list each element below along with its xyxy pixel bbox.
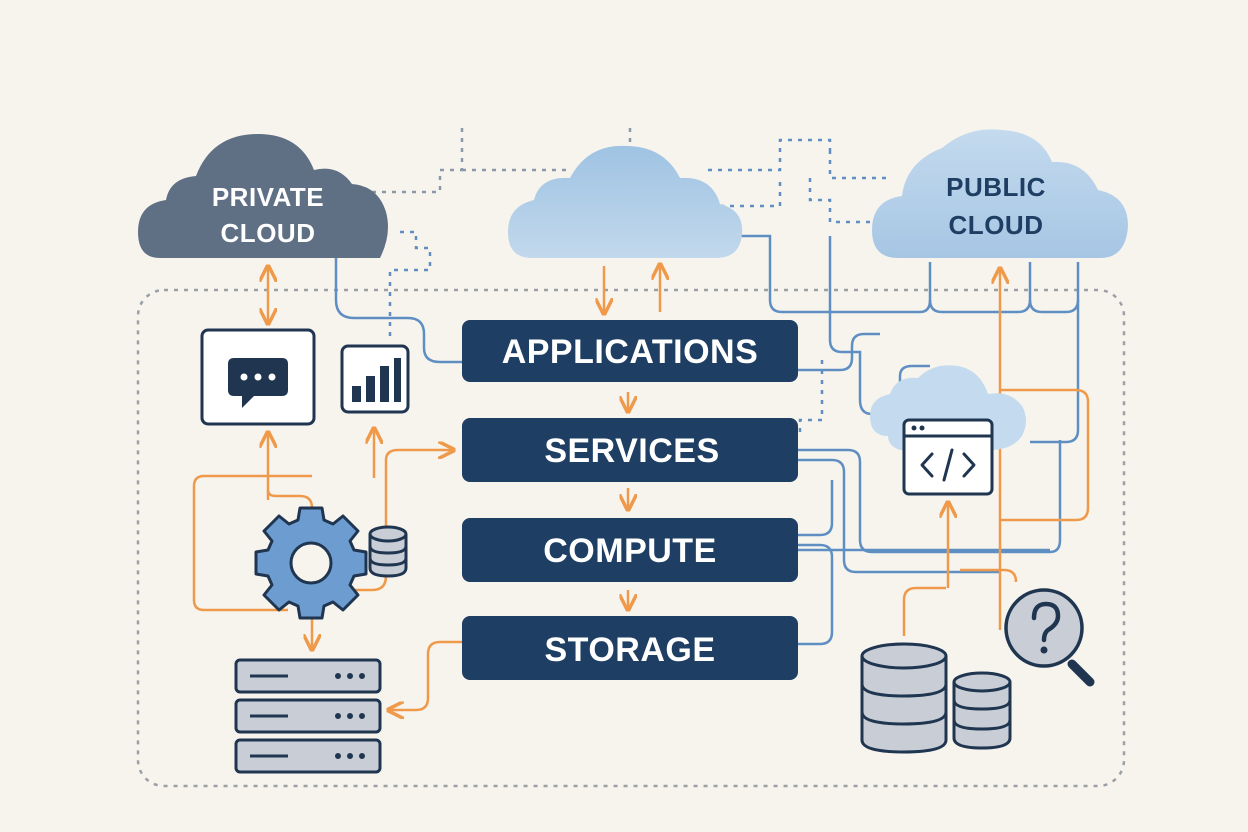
bar-chart-icon [340, 344, 410, 414]
server-rack-icon [234, 658, 382, 774]
layer-compute: COMPUTE [462, 518, 798, 582]
layer-compute-label: COMPUTE [543, 532, 717, 570]
database-icon [368, 525, 408, 578]
layer-storage: STORAGE [462, 616, 798, 680]
gear-icon [254, 506, 368, 620]
public-cloud-label-line1: PUBLIC [946, 172, 1046, 202]
public-cloud: PUBLIC CLOUD [872, 129, 1128, 258]
layer-services-label: SERVICES [544, 432, 719, 470]
dotted-connectors [362, 128, 888, 436]
layer-applications-label: APPLICATIONS [502, 333, 759, 371]
database-stack-icon [860, 642, 1012, 754]
blue-connectors [334, 234, 1080, 646]
private-cloud-label-line2: CLOUD [221, 218, 316, 248]
private-cloud-label-line1: PRIVATE [212, 182, 324, 212]
code-window-icon [902, 418, 994, 496]
public-cloud-label-line2: CLOUD [949, 210, 1044, 240]
layer-stack: APPLICATIONS SERVICES COMPUTE STORAGE [462, 320, 798, 680]
layer-storage-label: STORAGE [544, 631, 715, 669]
private-cloud: PRIVATE CLOUD [138, 134, 388, 258]
layer-services: SERVICES [462, 418, 798, 482]
central-cloud [508, 145, 743, 258]
orange-arrows [192, 266, 1090, 710]
layer-applications: APPLICATIONS [462, 320, 798, 382]
search-question-icon [1004, 588, 1095, 687]
chat-bubble-icon [200, 328, 316, 426]
